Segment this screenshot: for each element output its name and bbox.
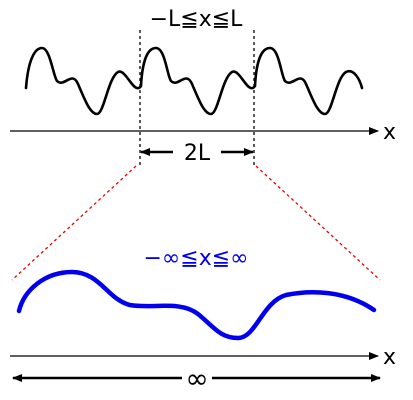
aperiodic-curve bbox=[16, 269, 377, 341]
infinity-label: ∞ bbox=[185, 362, 208, 395]
top-range-label: −L≦x≦L bbox=[150, 7, 244, 32]
right-projection-line bbox=[255, 165, 381, 281]
top-x-axis-label: x bbox=[383, 120, 396, 145]
bottom-range-label: −∞≦x≦∞ bbox=[144, 246, 249, 271]
period-label: 2L bbox=[184, 141, 211, 166]
bottom-x-axis-label: x bbox=[383, 345, 396, 370]
periodic-curve bbox=[24, 46, 364, 116]
left-projection-line bbox=[11, 165, 137, 281]
